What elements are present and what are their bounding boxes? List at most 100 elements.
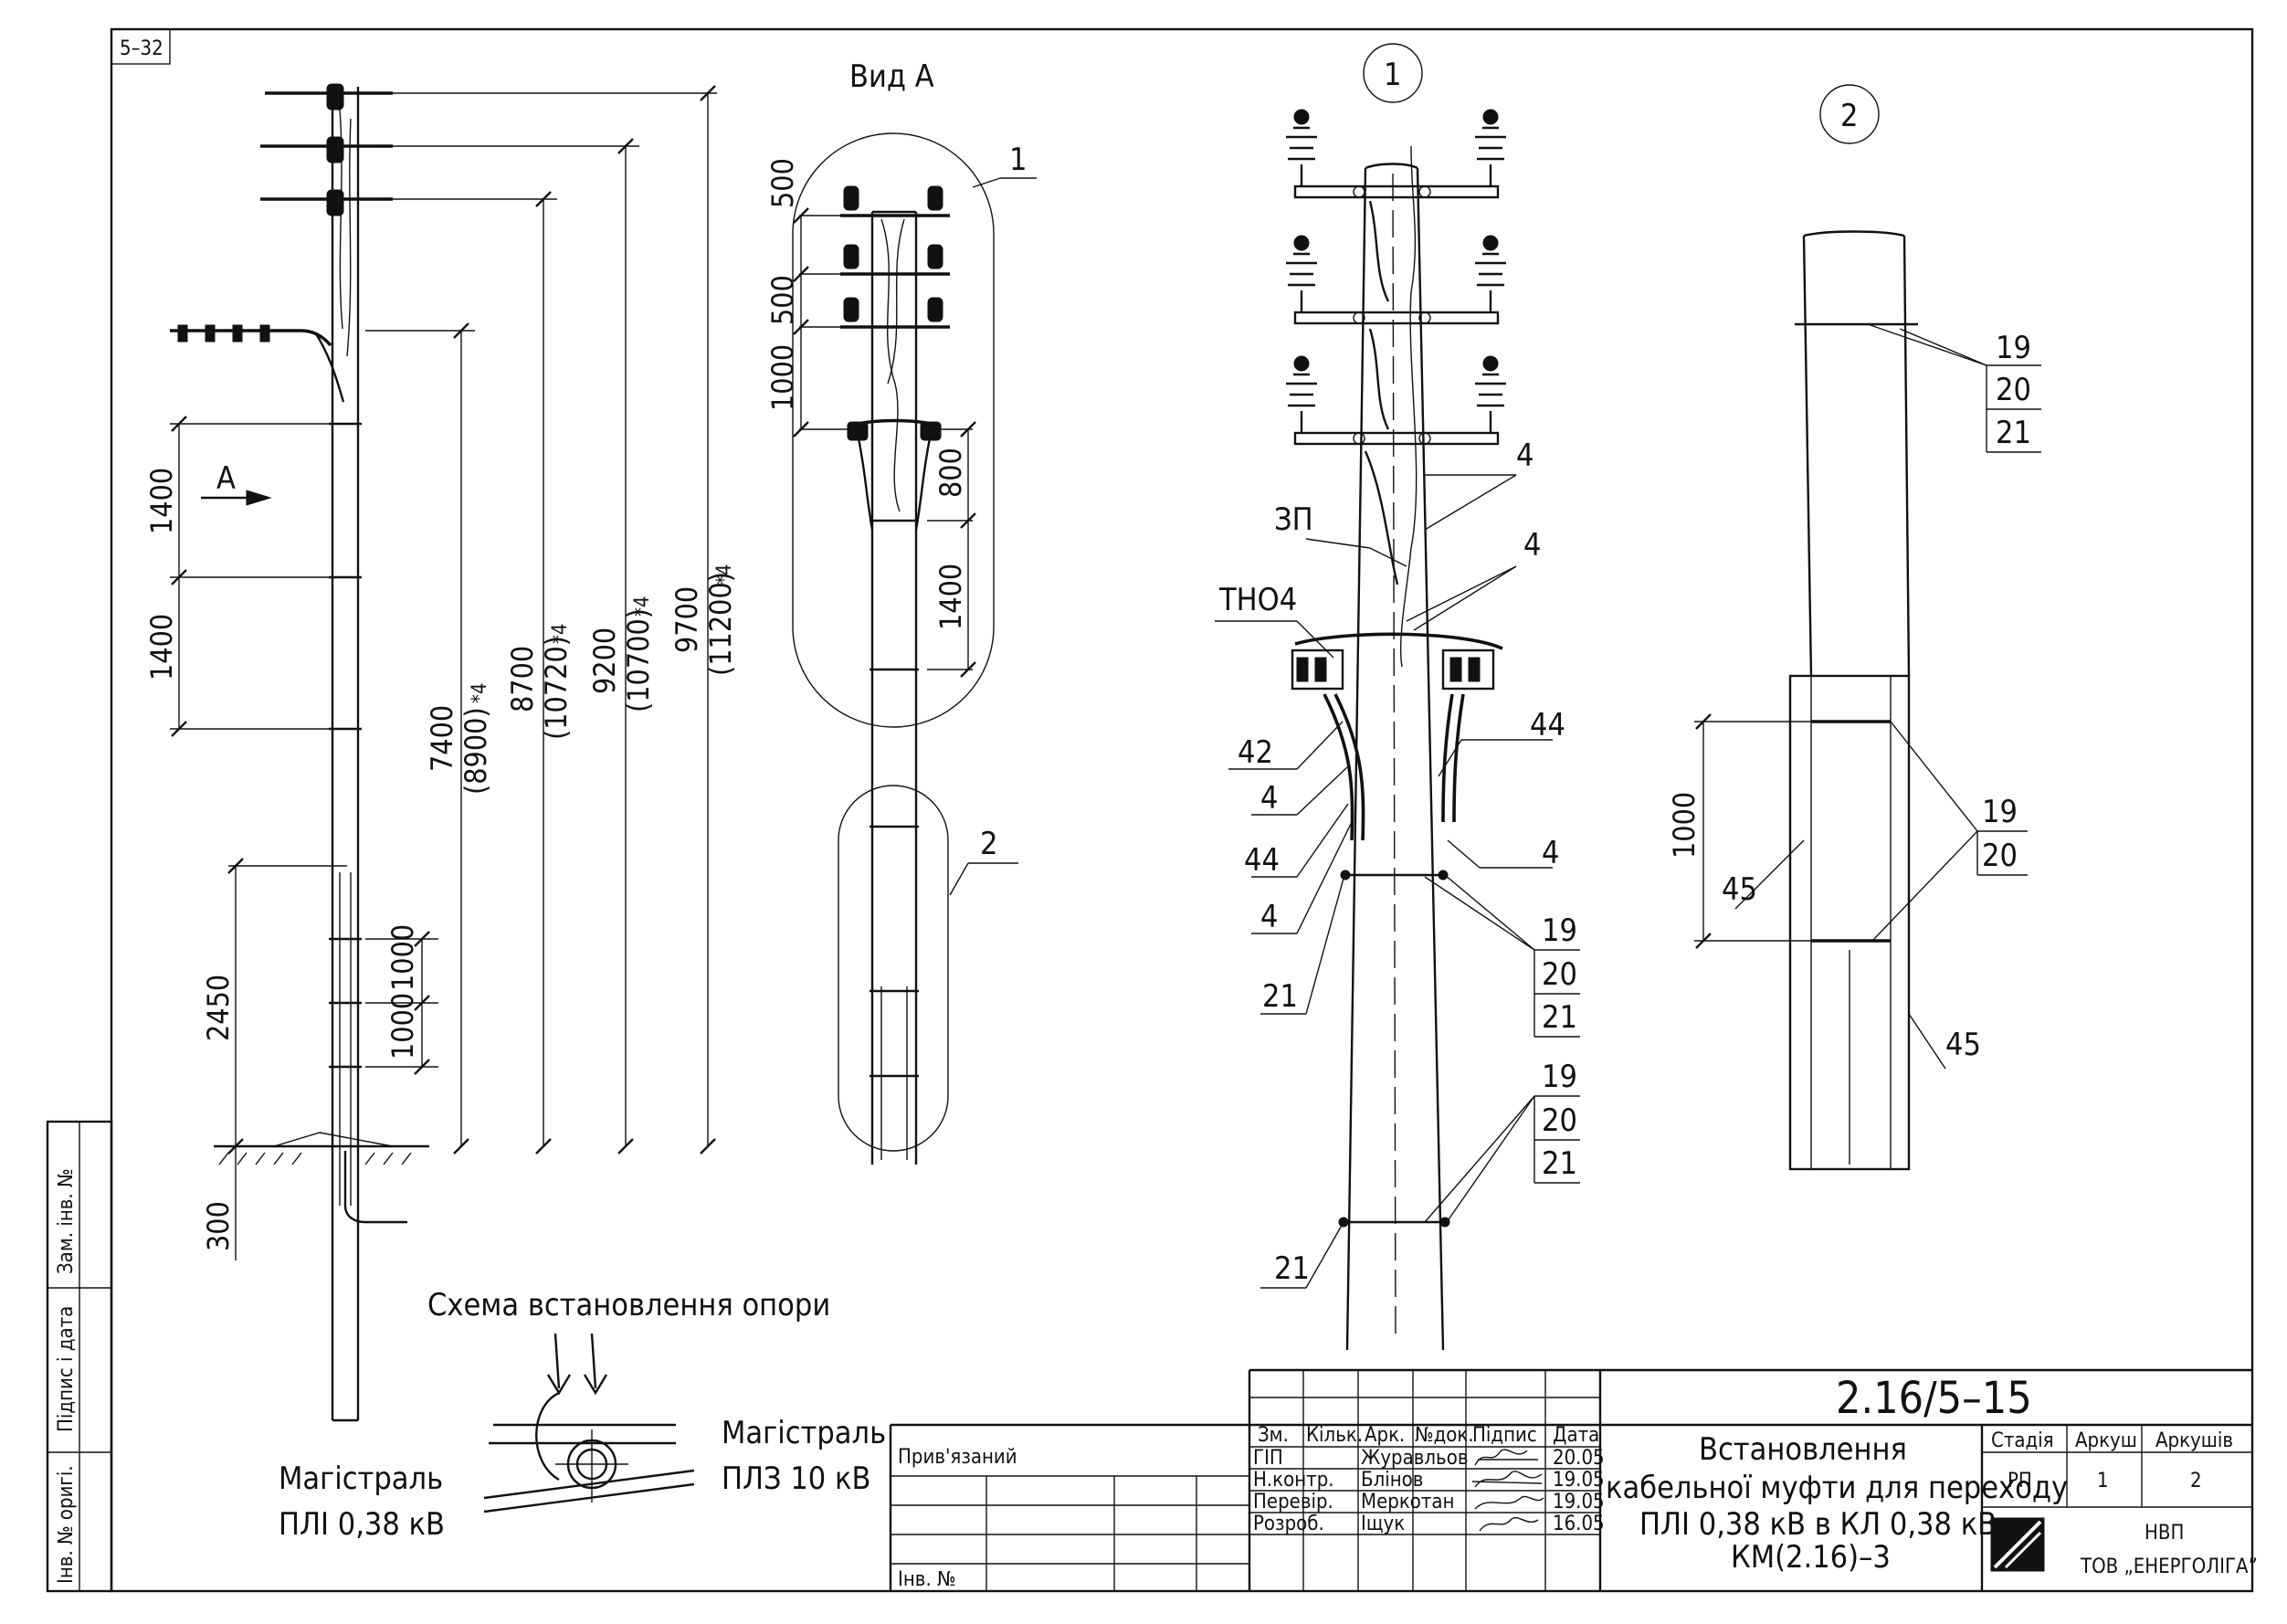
tb-r4-date: 16.05 [1553, 1513, 1605, 1535]
tb-h-arkushiv: Аркушів [2155, 1429, 2233, 1452]
dim-300: 300 [201, 1201, 236, 1251]
detail-1-crossarms [1286, 109, 1506, 446]
detail-1-label-44-right: 44 [1530, 707, 1565, 743]
sheet-number: 5–32 [120, 37, 163, 60]
detail-1-label-4-a: 4 [1516, 438, 1533, 474]
detail-1-label-21-left-b: 21 [1274, 1250, 1310, 1287]
installation-scheme: Схема встановлення опори Магістраль ПЛІ … [279, 1287, 886, 1543]
detail-1-label-20-a: 20 [1542, 956, 1577, 993]
tb-org-2: ТОВ „ЕНЕРГОЛІГА” [2080, 1555, 2258, 1578]
signatures [1471, 1449, 1544, 1532]
tb-r3-date: 19.05 [1553, 1491, 1605, 1513]
dim-10700: (10700) [621, 608, 656, 712]
detail-1-label-zp: ЗП [1274, 501, 1313, 538]
tb-org-1: НВП [2145, 1522, 2184, 1545]
scheme-title: Схема встановлення опори [427, 1287, 830, 1323]
detail-1-label-19-a: 19 [1542, 912, 1577, 949]
tb-r3-name: Меркотан [1361, 1491, 1455, 1513]
tb-v-arkush: 1 [2097, 1470, 2109, 1492]
tb-r3-role: Перевір. [1253, 1491, 1333, 1513]
dim-1000-upper: 1000 [385, 924, 420, 991]
tb-h-zm: Зм. [1258, 1424, 1289, 1447]
tb-title-4: КМ(2.16)–3 [1731, 1539, 1891, 1576]
detail-1-label-19-b: 19 [1542, 1059, 1577, 1095]
tb-title-2: кабельної муфти для переходу [1606, 1470, 2068, 1506]
detail-2-label-19-a: 19 [1996, 330, 2031, 366]
dim-1400-lower: 1400 [144, 614, 179, 680]
tb-r4-role: Розроб. [1253, 1513, 1324, 1535]
detail-1-label-4-c: 4 [1260, 780, 1278, 817]
dim-star-3: *4 [631, 596, 654, 617]
view-a-dim-1000: 1000 [765, 344, 800, 411]
tb-r2-name: Блінов [1361, 1469, 1423, 1492]
dim-1000-lower: 1000 [385, 993, 420, 1060]
dim-star-4: *4 [713, 564, 736, 585]
detail-1-label-44-left: 44 [1244, 842, 1280, 879]
tb-v-stadia: РП [2008, 1470, 2032, 1492]
dim-star-2: *4 [549, 624, 572, 644]
detail-1-label-4-right: 4 [1542, 835, 1559, 871]
tb-r1-name: Журавльов [1361, 1447, 1469, 1470]
detail-2: 2 1000 19 20 21 19 20 45 [1667, 84, 2041, 1171]
dim-7400: 7400 [425, 705, 459, 772]
detail-1: 1 [1215, 43, 1580, 1351]
detail-2-dim-1000: 1000 [1667, 792, 1702, 859]
dim-8700: 8700 [505, 646, 540, 712]
sheet-frame: 5–32 Зам. інв. № Підпис і дата Інв. № ор… [46, 27, 2254, 1593]
scheme-right-line-1: Магістраль [722, 1415, 886, 1451]
view-a: Вид А 1 2 [765, 58, 1037, 1165]
tb-h-stadia: Стадія [1991, 1429, 2054, 1452]
detail-1-label-4-b: 4 [1523, 527, 1541, 564]
detail-1-label-4-d: 4 [1260, 899, 1278, 935]
dim-11200: (11200) [703, 572, 738, 676]
detail-1-label-42: 42 [1238, 734, 1273, 771]
title-block: Прив'язаний Інв. № Зм. Кільк. Арк. №док.… [889, 1368, 2258, 1591]
detail-2-label-45-left: 45 [1722, 871, 1757, 908]
side-zam-inv: Зам. інв. № [55, 1168, 78, 1274]
detail-1-label-tno4: ТНО4 [1218, 582, 1297, 618]
dim-9700: 9700 [669, 586, 704, 653]
view-a-callout-1: 1 [1009, 142, 1027, 178]
scheme-right-line-2: ПЛЗ 10 кВ [722, 1461, 870, 1497]
dim-star-1: *4 [469, 683, 491, 703]
tb-h-pidpys: Підпис [1472, 1424, 1537, 1447]
org-logo-icon [1990, 1517, 2045, 1572]
detail-1-label-21-left-a: 21 [1262, 978, 1298, 1015]
tb-inv-no: Інв. № [898, 1568, 956, 1591]
detail-2-label-20-b: 20 [1982, 838, 2018, 874]
detail-1-label-21-a: 21 [1542, 999, 1577, 1036]
view-a-title: Вид А [849, 58, 934, 95]
tb-h-data: Дата [1553, 1424, 1599, 1447]
detail-2-label-45-right: 45 [1945, 1027, 1981, 1063]
view-a-dim-800: 800 [933, 448, 968, 498]
tb-h-ark: Арк. [1365, 1424, 1405, 1447]
scheme-left-line-1: Магістраль [279, 1461, 443, 1497]
side-inv-orig: Інв. № оригі. [55, 1465, 78, 1584]
detail-2-label-20-a: 20 [1996, 372, 2031, 408]
tb-privyazaniy: Прив'язаний [898, 1446, 1017, 1469]
dim-2450: 2450 [201, 975, 236, 1041]
view-a-dim-500-mid: 500 [765, 275, 800, 325]
detail-1-label-21-b: 21 [1542, 1145, 1577, 1182]
detail-2-callout: 2 [1840, 98, 1858, 134]
tb-h-arkush: Аркуш [2075, 1429, 2137, 1452]
view-arrow-label: A [216, 460, 236, 497]
view-a-callout-2: 2 [980, 826, 997, 862]
dim-10720: (10720) [539, 636, 574, 740]
dim-1400-upper: 1400 [144, 468, 179, 534]
side-sign-date: Підпис і дата [55, 1306, 78, 1432]
tb-title-1: Встановлення [1699, 1431, 1907, 1468]
tb-r2-role: Н.контр. [1253, 1469, 1334, 1492]
tb-h-kilk: Кільк. [1306, 1424, 1363, 1447]
tb-h-ndok: №док. [1415, 1424, 1474, 1447]
tb-doc-code: 2.16/5–15 [1836, 1373, 2032, 1424]
tb-r1-role: ГІП [1253, 1447, 1283, 1470]
view-a-dim-1400: 1400 [933, 564, 968, 630]
tb-r2-date: 19.05 [1553, 1469, 1605, 1492]
detail-1-callout: 1 [1384, 57, 1401, 93]
dim-9200: 9200 [587, 627, 622, 694]
detail-2-label-21-a: 21 [1996, 415, 2031, 451]
detail-1-label-20-b: 20 [1542, 1102, 1577, 1139]
tb-title-3: ПЛІ 0,38 кВ в КЛ 0,38 кВ [1639, 1506, 1997, 1543]
